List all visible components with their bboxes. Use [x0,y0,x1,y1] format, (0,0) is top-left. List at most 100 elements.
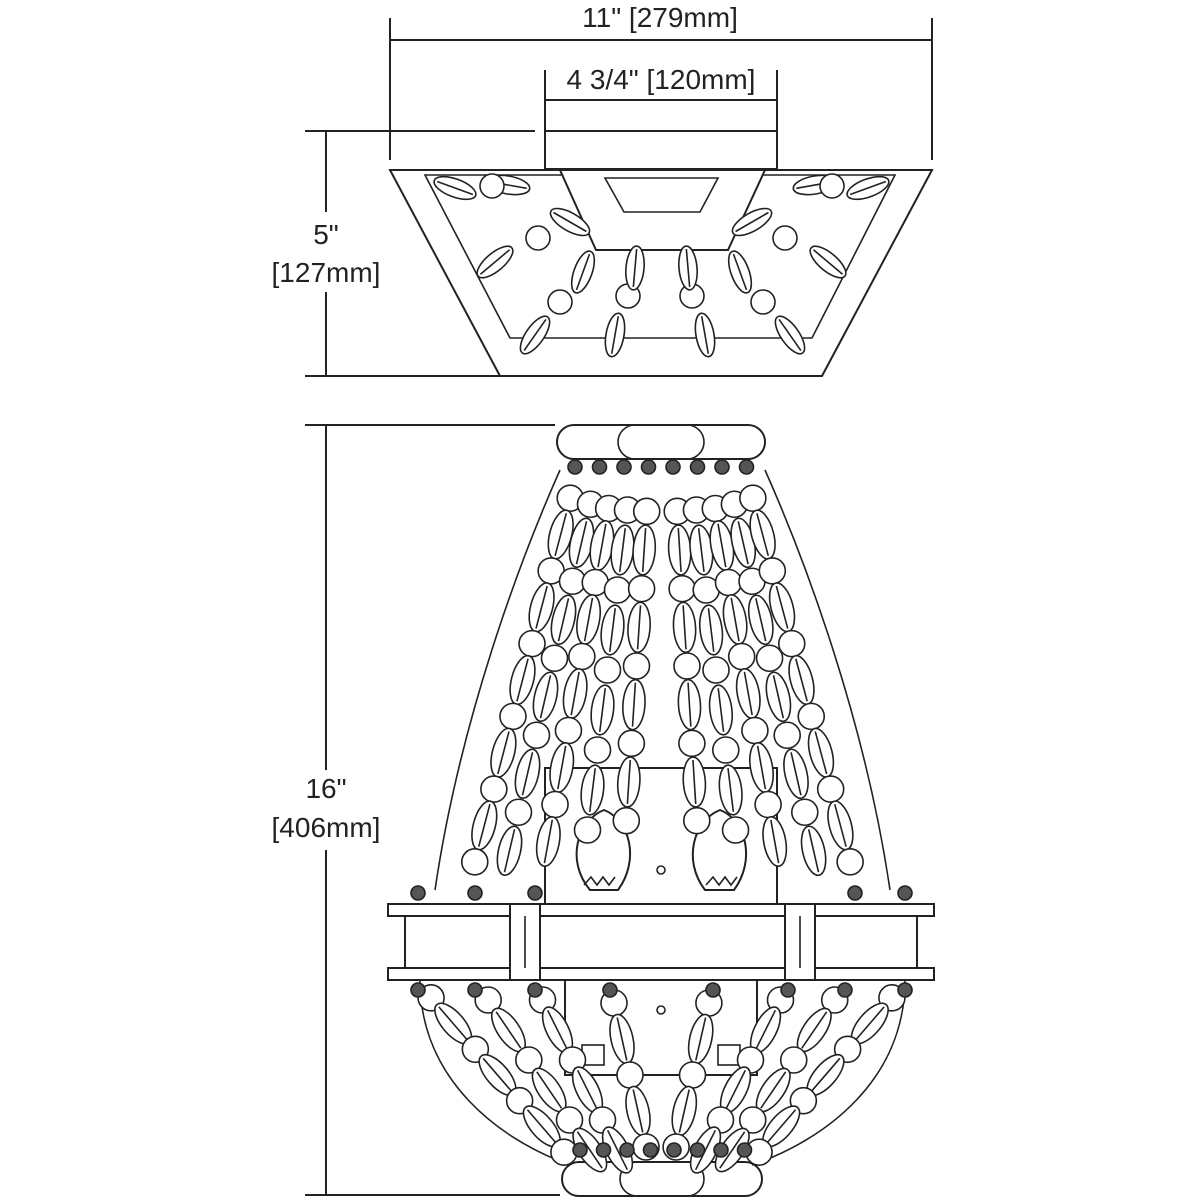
leaf-crystal-vein [685,249,691,287]
bead [568,642,596,671]
leaf-crystal [600,604,625,656]
bead [460,848,489,876]
crown-bead [642,1142,659,1158]
bead [593,656,622,684]
leaf-crystal-vein [692,759,697,805]
canopy-width-dimension: 4 3/4" [120mm] [544,64,778,130]
leaf-crystal-vein [631,682,637,727]
leaf-crystal-vein [616,1017,628,1061]
leaf-crystal-vein [724,1069,747,1111]
leaf-crystal [807,727,835,778]
leaf-crystal [514,748,541,800]
leaf-crystal [682,756,707,808]
leaf-crystal-vein [477,803,491,847]
bead [797,702,826,731]
leaf-crystal-vein [678,1089,690,1133]
leaf-crystal-vein [632,1089,644,1133]
leaf-crystal [570,250,596,294]
overall-height-mm-label: [406mm] [272,812,381,843]
bead [754,790,782,819]
bead [678,729,706,758]
leaf-crystal [528,582,555,633]
leaf-crystal-vein [849,180,887,196]
canopy-mount-plate [544,130,778,170]
bead [668,574,696,603]
bead [622,652,651,680]
ring-bead [897,982,913,998]
band-top-rail [387,903,935,917]
leaf-crystal-vein [626,759,632,805]
bead [612,806,641,835]
leaf-crystal-vein [735,211,769,233]
leaf-crystal-vein [772,675,785,719]
leaf-crystal-vein [732,253,748,291]
bead [616,1061,644,1089]
ring-bead [837,982,853,998]
ring-bead [780,982,796,998]
leaf-crystal-vein [775,585,789,629]
leaf-crystal-vein [557,745,567,790]
leaf-crystal [590,684,615,736]
leaf-crystal-vein [570,671,580,716]
bead [632,497,661,526]
leaf-crystal-vein [755,598,767,642]
leaf-crystal [783,748,809,800]
overall-width-dimension: 11" [279mm] [389,2,933,160]
bead [758,557,787,585]
bead [554,716,583,745]
leaf-crystal [667,524,692,576]
top-view-hub-inner [603,177,720,213]
leaf-crystal [509,654,536,706]
crown-bead [666,1142,682,1158]
leaf-crystal [846,175,890,201]
leaf-crystal [735,668,761,719]
leaf-crystal [609,1013,635,1065]
bead [738,1106,767,1134]
overall-width-label: 11" [279mm] [582,2,738,33]
crown-bead [567,459,583,475]
leaf-crystal [774,315,806,355]
leaf-crystal [519,315,551,355]
leaf-crystal [687,1013,714,1065]
bead [711,736,740,764]
leaf-crystal-vein [756,513,770,557]
leaf-crystal-vein [766,1109,797,1144]
leaf-crystal [471,800,498,851]
bead [617,729,646,758]
leaf-crystal-vein [583,597,594,642]
leaf-crystal [747,594,774,646]
leaf-crystal [749,509,776,560]
leaf-crystal-vein [606,1129,629,1171]
leaf-crystal-vein [438,1006,469,1041]
leaf-crystal-vein [810,1057,841,1093]
leaf-crystal-vein [727,768,735,812]
leaf-crystal-vein [575,253,591,291]
leaf-crystal [765,671,792,723]
leaf-crystal-vein [641,527,647,573]
leaf-crystal-vein [812,249,844,275]
leaf-crystal-vein [854,1006,885,1041]
ring-bead [602,982,618,998]
leaf-crystal [698,604,724,656]
bead [816,775,845,803]
bead [627,574,656,603]
crown-bead [572,1142,588,1158]
leaf-crystal-vein [760,1071,787,1109]
bead [515,1046,543,1074]
bead [779,1046,808,1074]
bead [773,721,802,750]
leaf-crystal-vein [754,1009,777,1051]
bead [836,848,864,876]
bead-strands [417,484,906,1174]
bead [499,702,527,731]
leaf-crystal-vein [543,819,554,864]
leaf-crystal [433,175,477,201]
ring-bead [847,885,863,901]
bead [741,716,769,745]
leaf-crystal-vein [523,318,547,352]
overall-height-dimension: 16" [406mm] [272,424,560,1196]
leaf-crystal-vein [436,180,474,196]
leaf-crystal-vein [707,608,715,652]
bead [479,173,505,199]
